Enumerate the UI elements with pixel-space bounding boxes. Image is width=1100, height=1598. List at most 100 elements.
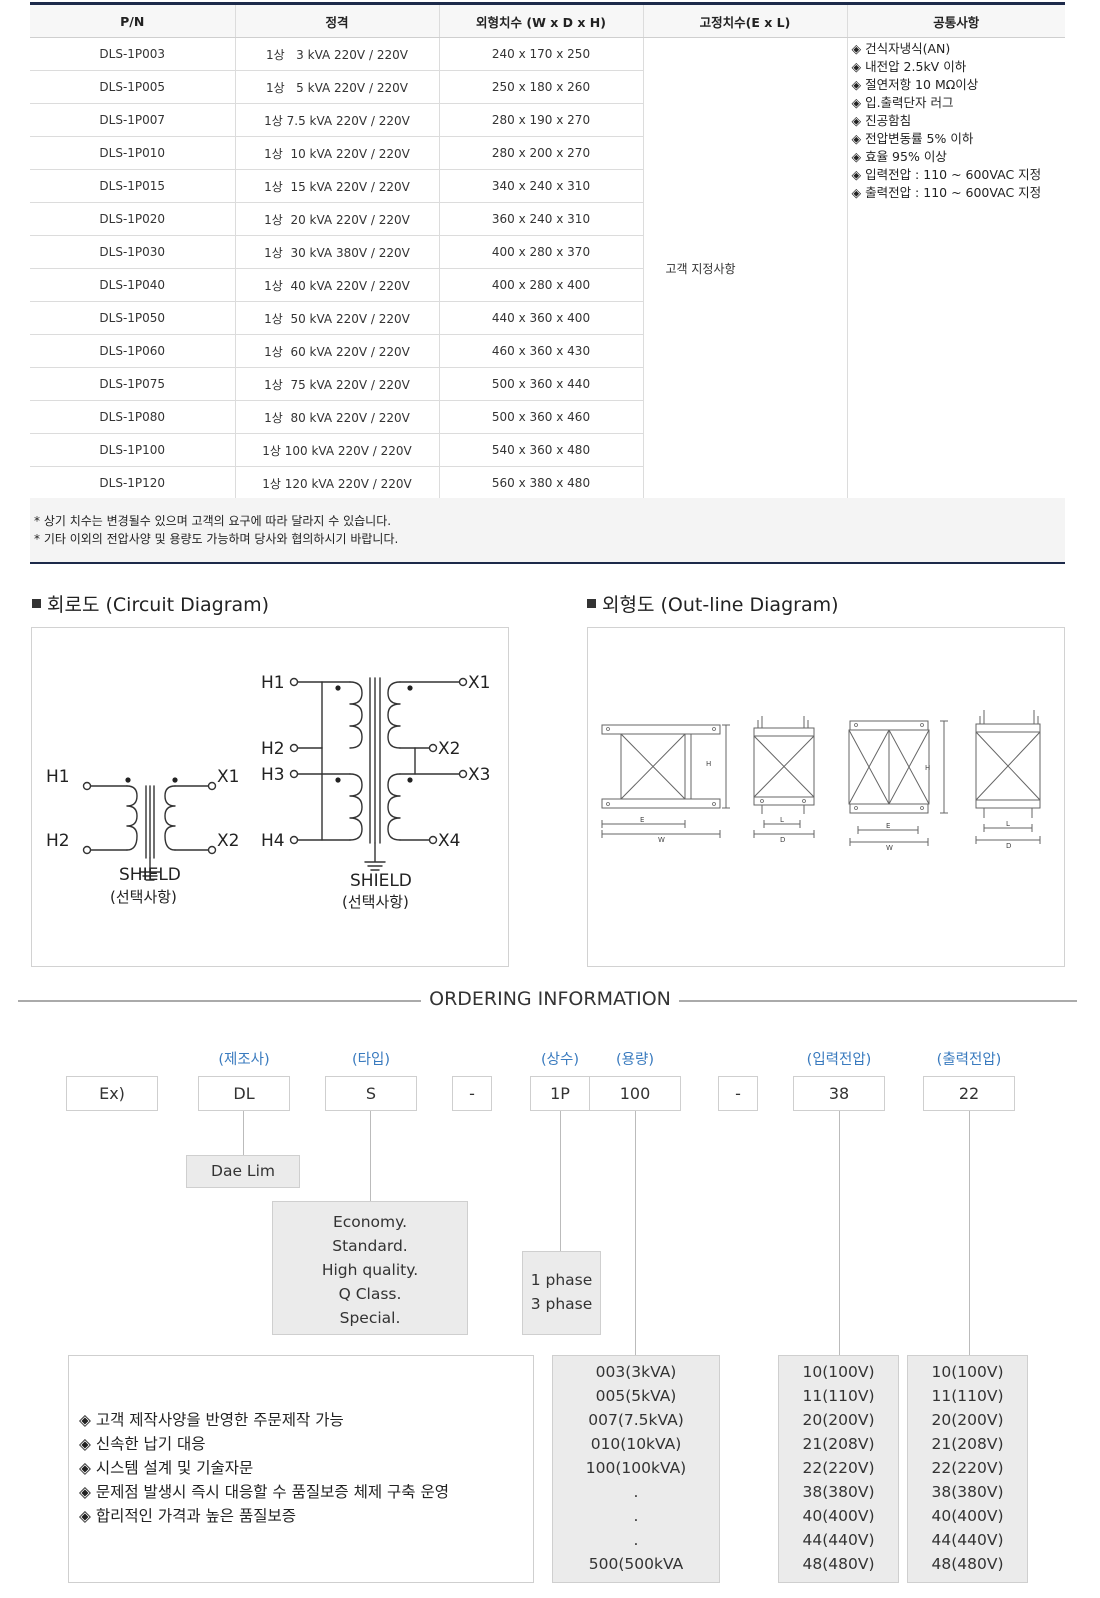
dimensions-cell: 250 x 180 x 260	[438, 70, 643, 104]
common-specs-cell: ◈ 건식자냉식(AN) ◈ 내전압 2.5kV 이하 ◈ 절연저항 10 MΩ이상 ◈…	[846, 37, 1065, 500]
capacity-option: 500(500kVA	[588, 1555, 684, 1573]
single-out-label: X2	[217, 831, 239, 851]
feature-item: ◈ 고객 제작사양을 반영한 주문제작 가능	[79, 1411, 344, 1429]
rating-cell: 1상 30 kVA 380V / 220V	[234, 235, 439, 269]
header-common: 공통사항	[846, 2, 1065, 38]
outline-dim-label: D	[1006, 842, 1011, 850]
single-shield-note: (선택사항)	[110, 888, 177, 906]
common-spec-item: ◈ 건식자냉식(AN)	[851, 41, 951, 56]
label-phase: (상수)	[541, 1052, 579, 1068]
outline-dim-label: W	[658, 836, 665, 844]
connector-line	[635, 1111, 636, 1355]
input-voltage-option: 10(100V)	[802, 1363, 875, 1381]
rating-cell: 1상 100 kVA 220V / 220V	[234, 433, 439, 467]
rating-cell: 1상 20 kVA 220V / 220V	[234, 202, 439, 236]
code-output-voltage: 22	[923, 1076, 1015, 1111]
input-voltage-option: 40(400V)	[802, 1507, 875, 1525]
dual-out-label: X3	[468, 765, 490, 785]
dimensions-cell: 560 x 380 x 480	[438, 466, 643, 500]
dimensions-cell: 500 x 360 x 460	[438, 400, 643, 434]
dimensions-cell: 280 x 190 x 270	[438, 103, 643, 137]
type-option: Special.	[339, 1309, 401, 1327]
dimensions-cell: 340 x 240 x 310	[438, 169, 643, 203]
circuit-diagram: H1 H2 X1 X2 SHIELD (선택사항) H1 H2 H3 H4 X1…	[46, 673, 490, 911]
common-spec-item: ◈ 내전압 2.5kV 이하	[851, 59, 967, 74]
type-option: Standard.	[332, 1237, 408, 1255]
capacity-option: .	[633, 1483, 639, 1501]
code-dash: -	[718, 1076, 758, 1111]
dual-shield-label: SHIELD	[350, 871, 412, 891]
circuit-section-title: 회로도 (Circuit Diagram)	[32, 590, 269, 617]
part-number-cell: DLS-1P015	[30, 169, 235, 203]
header-rating: 정격	[234, 2, 439, 38]
part-number-cell: DLS-1P050	[30, 301, 235, 335]
outline-dim-label: E	[640, 816, 644, 824]
ordering-divider-left	[18, 1000, 426, 1002]
part-number-cell: DLS-1P120	[30, 466, 235, 500]
spec-table: P/N 정격 외형치수 (W x D x H) 고정치수(E x L) 공통사항…	[30, 2, 1065, 500]
single-in-label: H2	[46, 831, 70, 851]
part-number-cell: DLS-1P020	[30, 202, 235, 236]
feature-item: ◈ 신속한 납기 대응	[79, 1435, 206, 1453]
square-bullet-icon	[32, 599, 41, 608]
outline-section-title: 외형도 (Out-line Diagram)	[587, 590, 839, 617]
connector-line	[243, 1111, 244, 1155]
connector-line	[969, 1111, 970, 1355]
part-number-cell: DLS-1P007	[30, 103, 235, 137]
type-option: Q Class.	[338, 1285, 402, 1303]
dimensions-cell: 240 x 170 x 250	[438, 37, 643, 71]
dimensions-cell: 540 x 360 x 480	[438, 433, 643, 467]
capacity-option: 100(100kVA)	[585, 1459, 687, 1477]
common-spec-item: ◈ 절연저항 10 MΩ이상	[851, 77, 979, 92]
code-capacity: 100	[589, 1076, 681, 1111]
spec-header-row: P/N 정격 외형치수 (W x D x H) 고정치수(E x L) 공통사항	[30, 2, 1065, 38]
input-voltage-option: 21(208V)	[802, 1435, 875, 1453]
part-number-cell: DLS-1P080	[30, 400, 235, 434]
square-bullet-icon	[587, 599, 596, 608]
output-voltage-option: 22(220V)	[931, 1459, 1004, 1477]
type-options: Economy. Standard. High quality. Q Class…	[272, 1201, 468, 1335]
output-voltage-options: 10(100V) 11(110V) 20(200V) 21(208V) 22(2…	[907, 1355, 1028, 1583]
capacity-option: 010(10kVA)	[590, 1435, 682, 1453]
output-voltage-option: 48(480V)	[931, 1555, 1004, 1573]
dimensions-cell: 360 x 240 x 310	[438, 202, 643, 236]
dimensions-cell: 460 x 360 x 430	[438, 334, 643, 368]
output-voltage-option: 20(200V)	[931, 1411, 1004, 1429]
capacity-option: 007(7.5kVA)	[588, 1411, 684, 1429]
part-number-cell: DLS-1P010	[30, 136, 235, 170]
input-voltage-option: 20(200V)	[802, 1411, 875, 1429]
phase-options: 1 phase 3 phase	[522, 1251, 601, 1335]
connector-line	[560, 1111, 561, 1251]
header-dimensions: 외형치수 (W x D x H)	[438, 2, 643, 38]
feature-item: ◈ 합리적인 가격과 높은 품질보증	[79, 1507, 297, 1525]
rating-cell: 1상 120 kVA 220V / 220V	[234, 466, 439, 500]
dimensions-cell: 400 x 280 x 400	[438, 268, 643, 302]
feature-item: ◈ 시스템 설계 및 기술자문	[79, 1459, 254, 1477]
label-capacity: (용량)	[616, 1052, 654, 1068]
outline-dim-label: D	[780, 836, 785, 844]
label-type: (타입)	[352, 1052, 390, 1068]
common-spec-item: ◈ 전압변동률 5% 이하	[851, 131, 974, 146]
common-spec-item: ◈ 진공함침	[851, 113, 912, 128]
common-spec-item: ◈ 입.출력단자 러그	[851, 95, 954, 110]
capacity-option: .	[633, 1507, 639, 1525]
type-option: High quality.	[321, 1261, 419, 1279]
note-line: * 기타 이외의 전압사양 및 용량도 가능하며 당사와 협의하시기 바랍니다.	[34, 532, 399, 546]
dual-out-label: X1	[468, 673, 490, 693]
dual-out-label: X4	[438, 831, 460, 851]
outline-dim-label: E	[886, 822, 890, 830]
ordering-divider-right	[672, 1000, 1077, 1002]
rating-cell: 1상 5 kVA 220V / 220V	[234, 70, 439, 104]
type-option: Economy.	[332, 1213, 408, 1231]
output-voltage-option: 38(380V)	[931, 1483, 1004, 1501]
part-number-cell: DLS-1P100	[30, 433, 235, 467]
code-input-voltage: 38	[793, 1076, 885, 1111]
rating-cell: 1상 40 kVA 220V / 220V	[234, 268, 439, 302]
